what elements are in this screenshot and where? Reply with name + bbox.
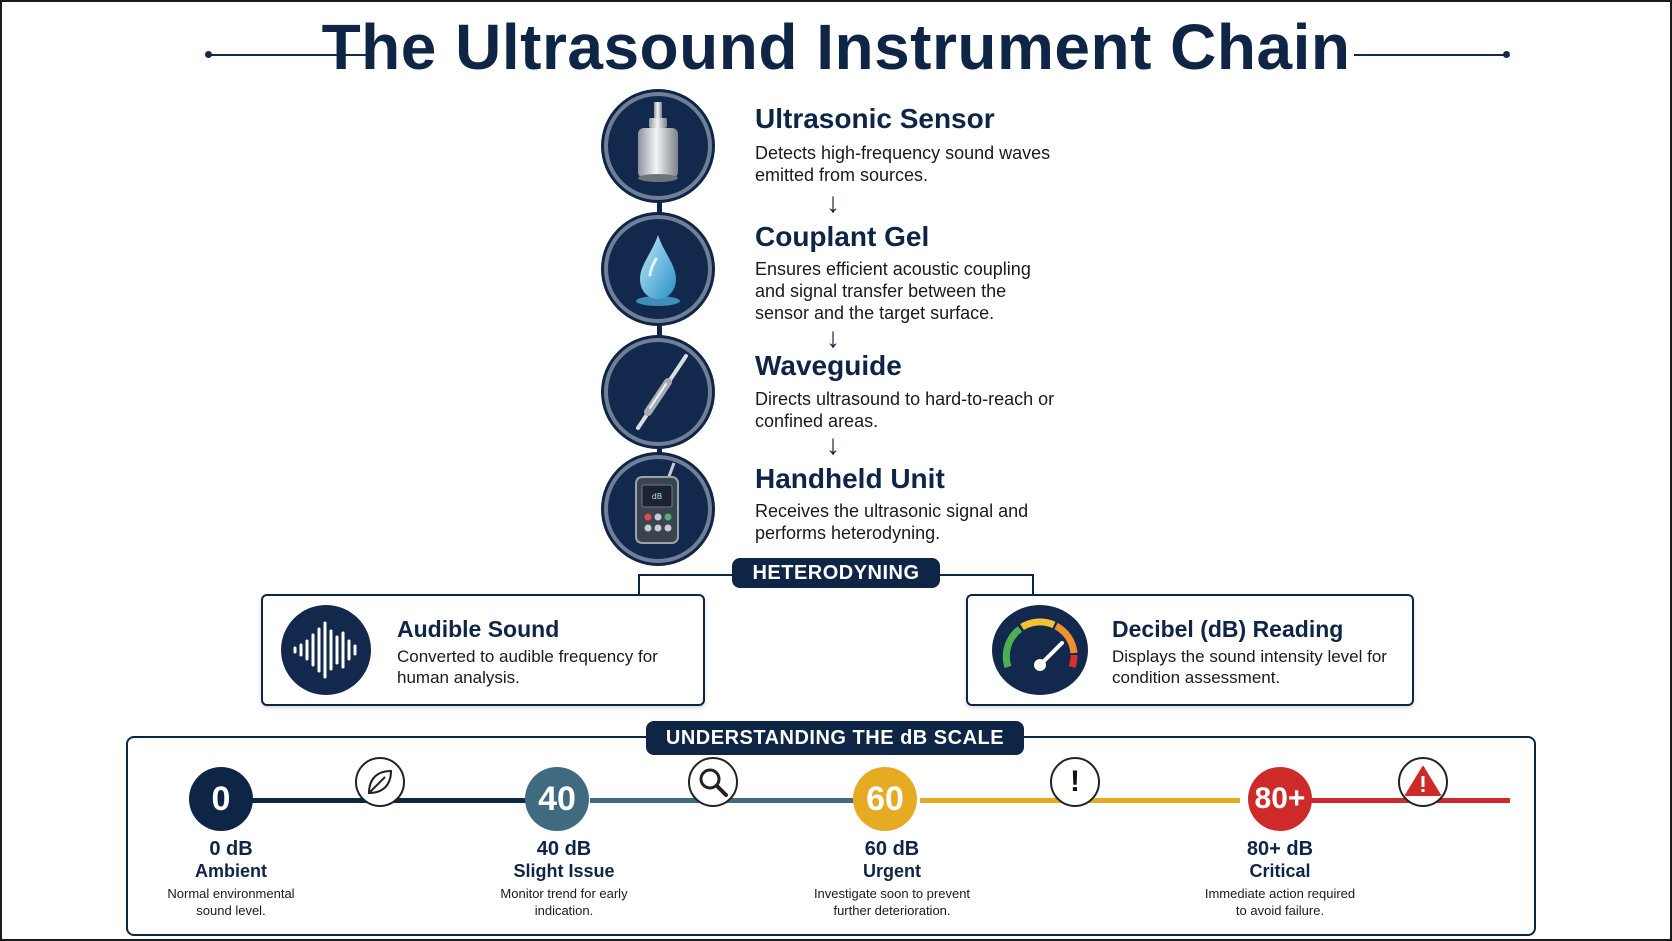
level-name-critical: Critical [1249,861,1311,881]
title-rule-right-dot [1503,51,1510,58]
level-value-critical: 80+ dB [1246,838,1314,860]
arrow-down-icon: ↓ [826,322,840,353]
page-title: The Ultrasound Instrument Chain [321,11,1351,83]
svg-text:dB: dB [652,492,663,501]
heterodyning-label: HETERODYNING [732,558,940,588]
step-title-couplant-gel: Couplant Gel [755,221,930,252]
step-title-handheld-unit: Handheld Unit [755,463,945,494]
output-desc-audible-sound: Converted to audible frequency for human… [397,647,658,687]
level-desc-critical: Immediate action required to avoid failu… [1204,886,1356,918]
warning-triangle-icon [1398,757,1448,807]
level-value-ambient: 0 dB [209,838,253,860]
step-desc-sensor: Detects high-frequency sound waves emitt… [755,143,1051,185]
output-card-decibel-reading: Decibel (dB) Reading Displays the sound … [966,594,1414,706]
waveguide-probe-icon [604,338,712,446]
sensor-icon [604,92,712,200]
level-desc-slight-issue: Monitor trend for early indication. [500,886,628,918]
output-title-decibel-reading: Decibel (dB) Reading [1112,616,1344,642]
level-value-slight-issue: 40 dB [536,838,592,860]
level-badge-60: 60 [853,767,917,831]
exclamation-icon: ! [1050,757,1100,807]
output-card-audible-sound: Audible Sound Converted to audible frequ… [261,594,705,706]
step-title-sensor: Ultrasonic Sensor [755,103,995,134]
arrow-down-icon: ↓ [826,429,840,460]
db-scale-label: UNDERSTANDING THE dB SCALE [646,721,1024,755]
step-desc-couplant-gel: Ensures efficient acoustic coupling and … [755,259,1031,323]
level-name-urgent: Urgent [863,861,921,881]
magnifier-icon [688,757,738,807]
level-name-ambient: Ambient [195,861,267,881]
output-desc-decibel-reading: Displays the sound intensity level for c… [1112,647,1387,687]
title-rule-left [208,54,368,56]
gauge-icon [992,605,1088,695]
step-title-waveguide: Waveguide [755,350,902,381]
level-desc-urgent: Investigate soon to prevent further dete… [813,886,971,918]
scale-segment-critical [1300,798,1510,803]
level-value-urgent: 60 dB [864,838,920,860]
step-desc-waveguide: Directs ultrasound to hard-to-reach or c… [755,389,1055,431]
level-desc-ambient: Normal environmental sound level. [167,886,295,918]
output-title-audible-sound: Audible Sound [397,616,560,642]
handheld-device-icon: dB [604,455,712,563]
title-rule-left-dot [205,51,212,58]
title-rule-right [1354,54,1506,56]
step-desc-handheld-unit: Receives the ultrasonic signal and perfo… [755,501,1029,543]
level-badge-80-plus: 80+ [1248,767,1312,831]
droplet-icon [604,215,712,323]
leaf-icon [355,757,405,807]
arrow-down-icon: ↓ [826,187,840,218]
level-badge-0: 0 [189,767,253,831]
level-name-slight-issue: Slight Issue [513,861,615,881]
level-badge-40: 40 [525,767,589,831]
sound-wave-icon [281,605,371,695]
